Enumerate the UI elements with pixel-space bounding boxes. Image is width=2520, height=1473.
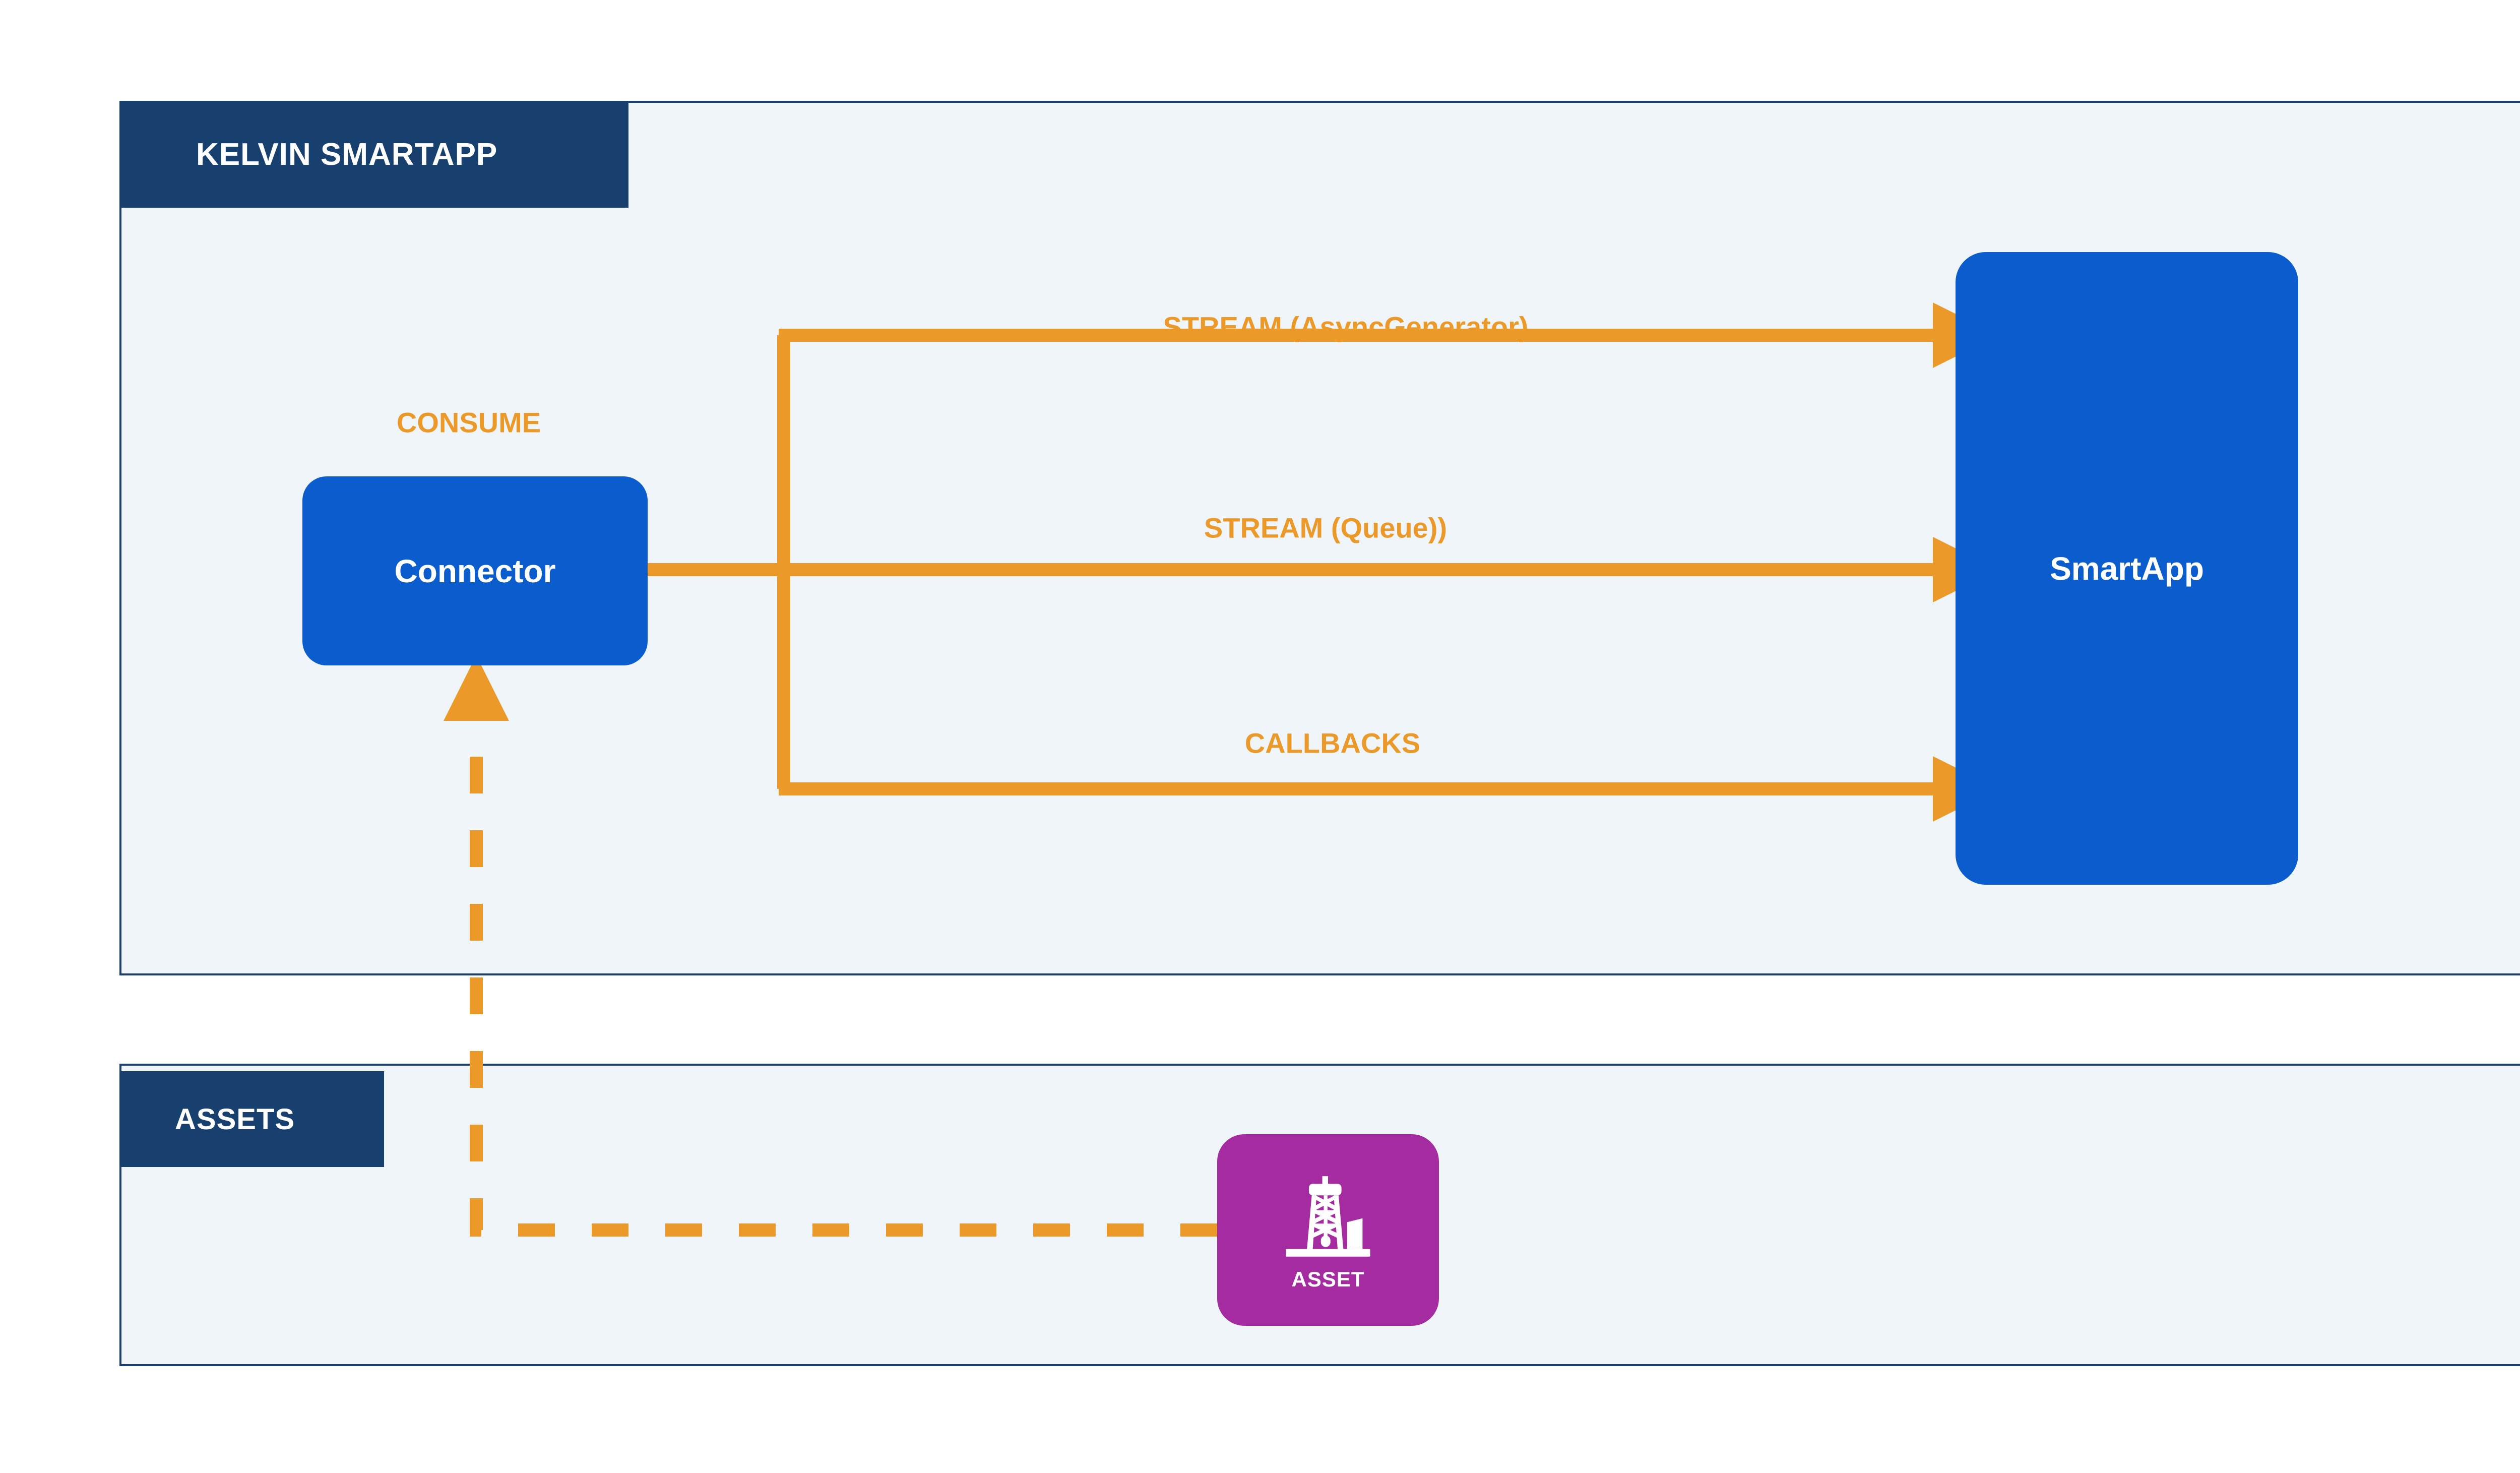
panel-title-assets: ASSETS bbox=[119, 1071, 384, 1167]
node-smartapp-label: SmartApp bbox=[2050, 550, 2204, 587]
node-connector[interactable]: Connector bbox=[302, 476, 648, 665]
edge-label-consume: CONSUME bbox=[396, 406, 541, 439]
panel-title-kelvin-smartapp: KELVIN SMARTAPP bbox=[119, 101, 628, 208]
edge-label-stream-queue: STREAM (Queue)) bbox=[1204, 512, 1447, 544]
edge-label-stream-asyncgenerator: STREAM (AsyncGenerator) bbox=[1163, 311, 1529, 343]
node-connector-label: Connector bbox=[394, 553, 556, 589]
node-asset[interactable]: ASSET bbox=[1217, 1134, 1439, 1326]
oil-derrick-icon bbox=[1286, 1176, 1370, 1257]
node-asset-label: ASSET bbox=[1291, 1267, 1365, 1291]
node-smartapp[interactable]: SmartApp bbox=[1956, 252, 2298, 885]
edge-label-callbacks: CALLBACKS bbox=[1244, 727, 1421, 759]
